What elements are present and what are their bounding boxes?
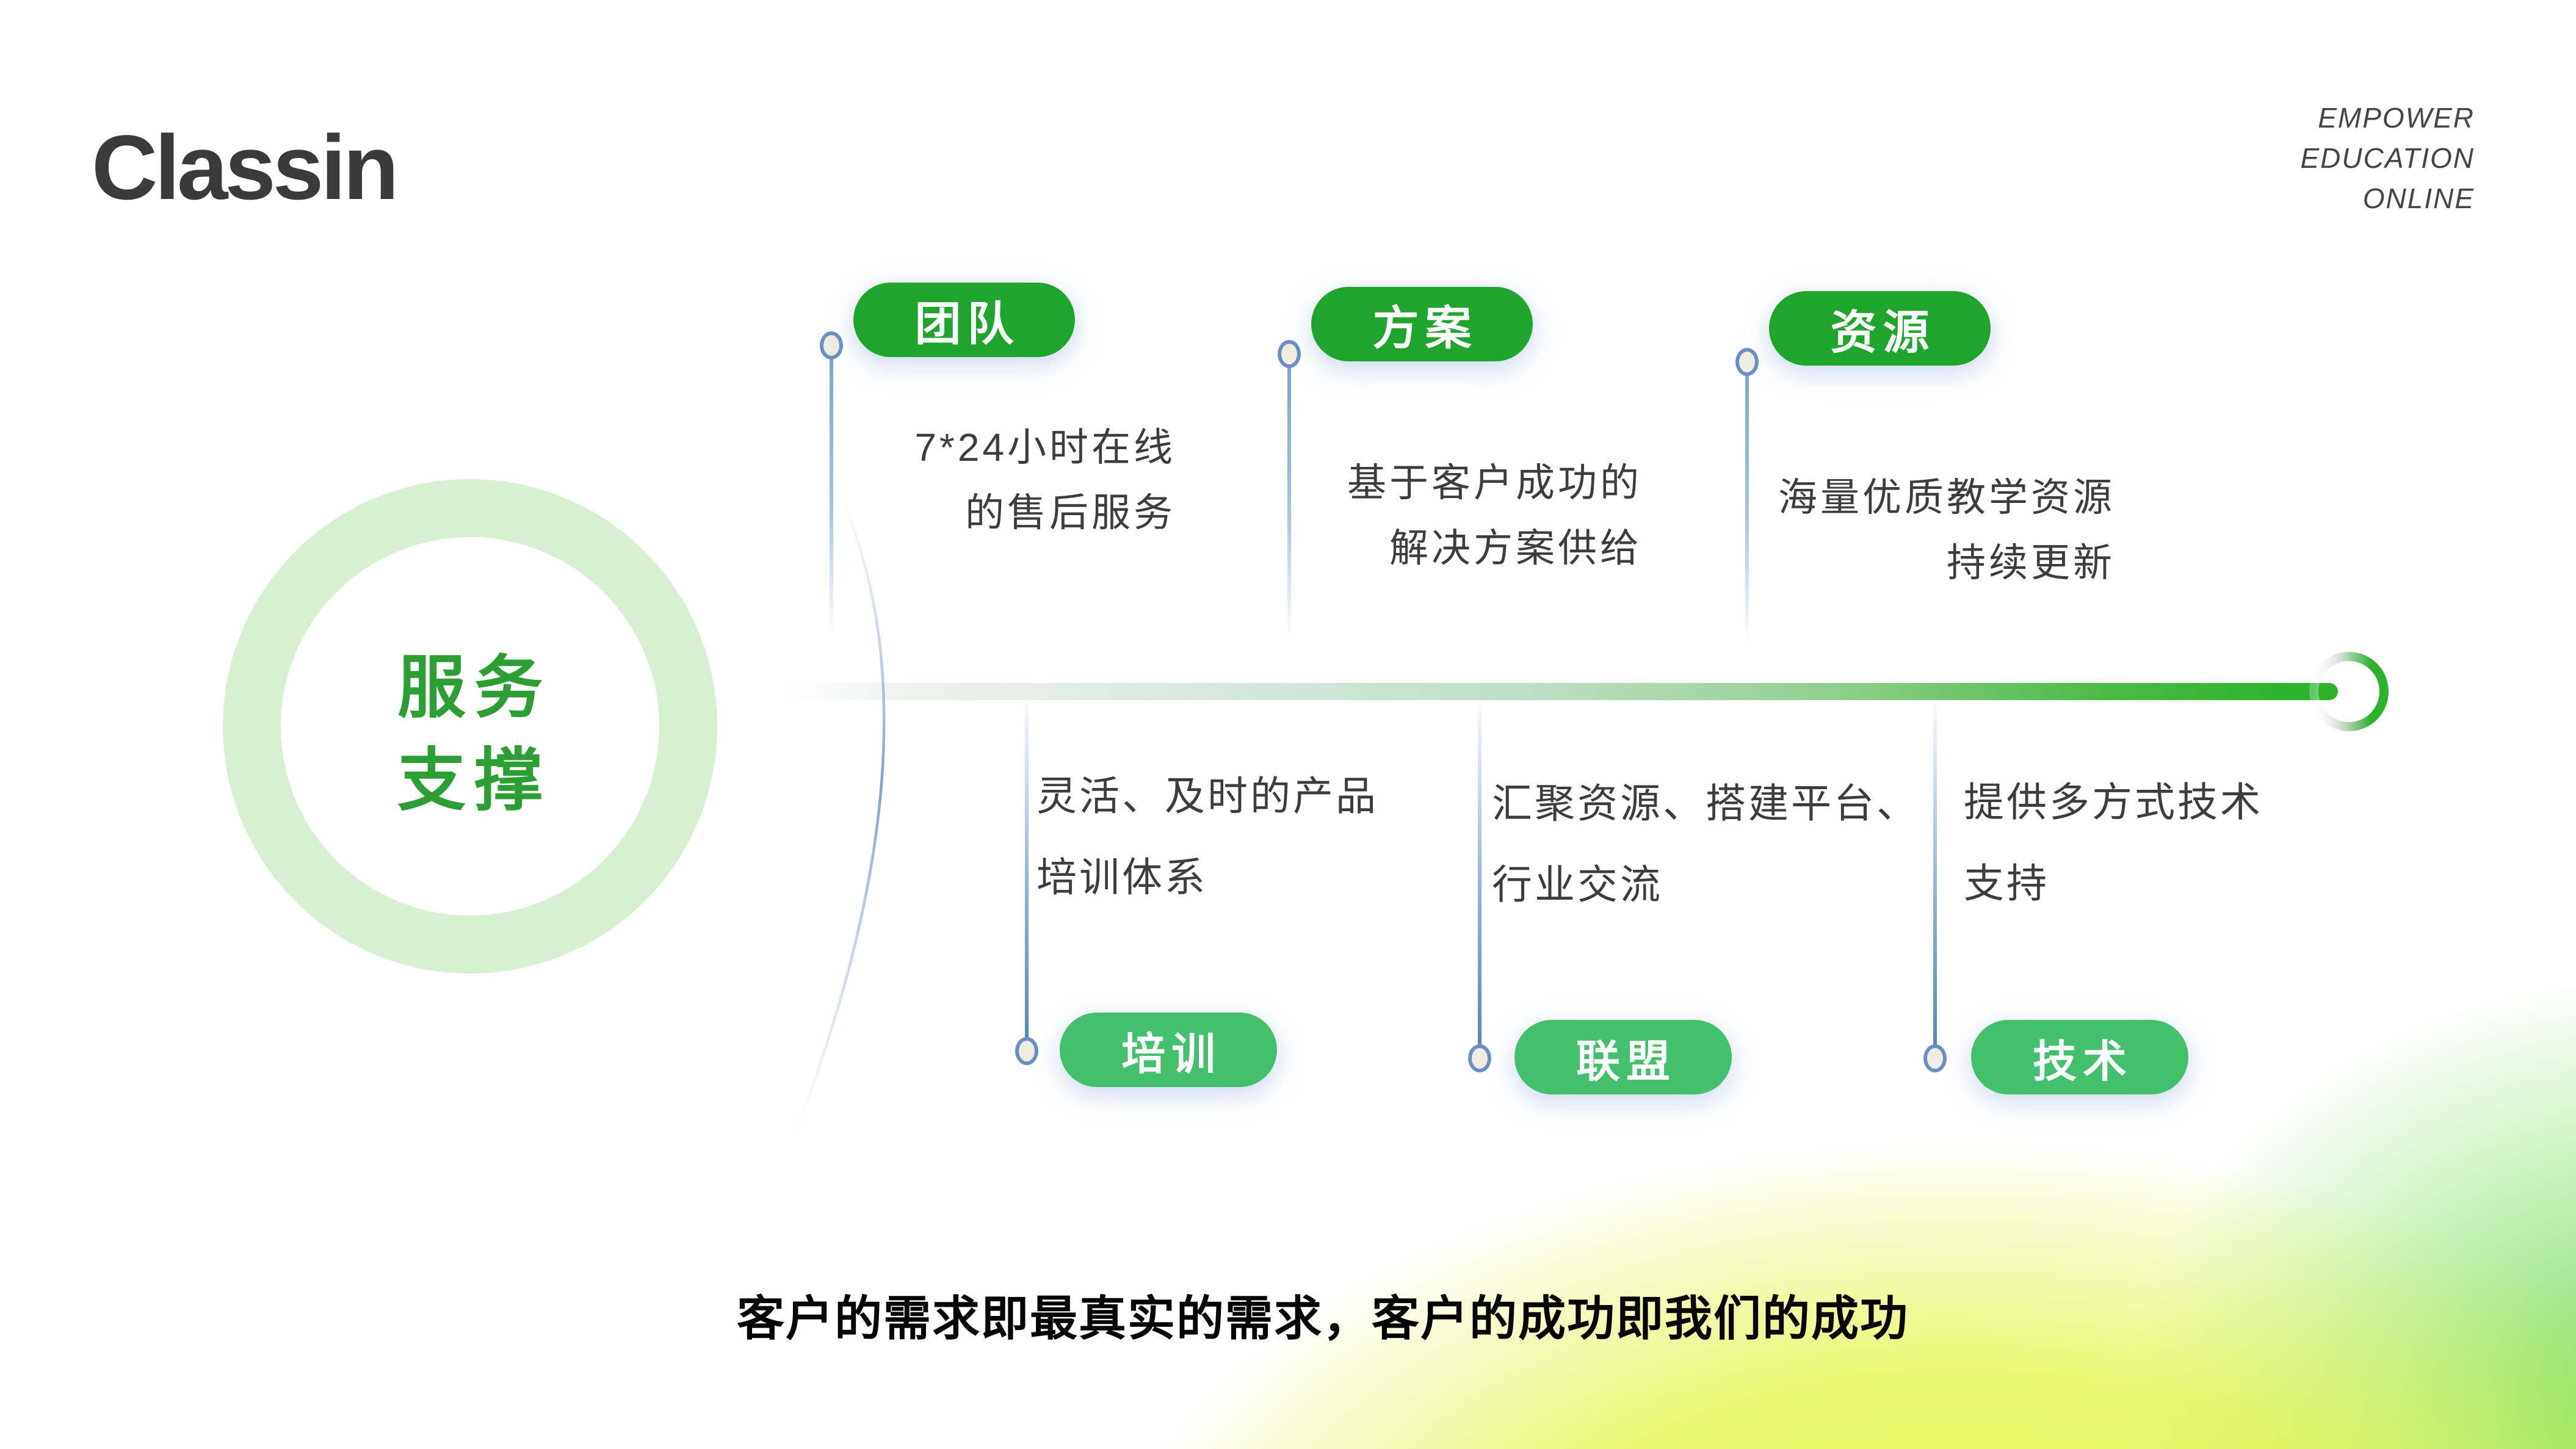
connector-technology (1933, 705, 1937, 1045)
desc-resources-line-1: 海量优质教学资源 (1778, 475, 2115, 519)
hub-title-line-2: 支撑 (397, 742, 551, 818)
desc-alliance: 汇聚资源、搭建平台、 行业交流 (1492, 763, 1919, 925)
node-solution (1278, 340, 1301, 368)
desc-training: 灵活、及时的产品 培训体系 (1037, 756, 1378, 918)
desc-technology-line-1: 提供多方式技术 (1964, 779, 2263, 825)
desc-team-line-2: 的售后服务 (965, 491, 1176, 535)
desc-solution-line-2: 解决方案供给 (1389, 526, 1642, 570)
pill-solution: 方案 (1311, 287, 1533, 361)
connector-training (1025, 703, 1029, 1038)
classin-logo: Classin (92, 116, 399, 219)
connector-resources (1745, 374, 1749, 642)
connector-solution (1287, 365, 1291, 640)
pill-training: 培训 (1060, 1013, 1277, 1087)
connector-alliance (1478, 705, 1482, 1045)
pill-alliance: 联盟 (1514, 1020, 1732, 1094)
pill-team: 团队 (853, 283, 1075, 357)
desc-team: 7*24小时在线 的售后服务 (914, 415, 1176, 546)
timeline-bar (784, 683, 2338, 700)
tagline-line-3: ONLINE (2362, 182, 2475, 214)
node-training (1015, 1037, 1038, 1065)
tagline-line-2: EDUCATION (2300, 142, 2475, 174)
desc-resources-line-2: 持续更新 (1947, 541, 2115, 585)
desc-resources: 海量优质教学资源 持续更新 (1778, 465, 2115, 596)
desc-training-line-1: 灵活、及时的产品 (1037, 773, 1378, 818)
desc-technology-line-2: 支持 (1964, 861, 2049, 906)
footer-slogan: 客户的需求即最真实的需求，客户的成功即我们的成功 (736, 1292, 1909, 1345)
tagline-line-1: EMPOWER (2318, 102, 2475, 134)
pill-alliance-label: 联盟 (1576, 1037, 1676, 1086)
desc-alliance-line-1: 汇聚资源、搭建平台、 (1492, 781, 1919, 826)
hub-title-line-1: 服务 (397, 649, 551, 726)
node-team (820, 331, 843, 360)
desc-solution: 基于客户成功的 解决方案供给 (1347, 450, 1642, 581)
orbit-arc (793, 497, 886, 1135)
pill-resources: 资源 (1769, 291, 1991, 366)
node-resources (1735, 348, 1759, 376)
desc-technology: 提供多方式技术 支持 (1964, 762, 2263, 924)
desc-team-line-1: 7*24小时在线 (914, 425, 1176, 469)
desc-solution-line-1: 基于客户成功的 (1347, 461, 1642, 505)
desc-alliance-line-2: 行业交流 (1492, 862, 1663, 907)
node-alliance (1468, 1044, 1491, 1072)
connector-team (830, 357, 833, 635)
brand-tagline: EMPOWER EDUCATION ONLINE (2301, 98, 2475, 219)
pill-resources-label: 资源 (1830, 307, 1936, 359)
pill-training-label: 培训 (1121, 1030, 1221, 1079)
desc-training-line-2: 培训体系 (1037, 855, 1207, 900)
pill-team-label: 团队 (914, 298, 1020, 350)
pill-solution-label: 方案 (1372, 303, 1478, 355)
node-technology (1923, 1044, 1947, 1072)
hub-title: 服务 支撑 (223, 479, 717, 974)
pill-technology-label: 技术 (2032, 1037, 2133, 1086)
pill-technology: 技术 (1971, 1020, 2188, 1094)
